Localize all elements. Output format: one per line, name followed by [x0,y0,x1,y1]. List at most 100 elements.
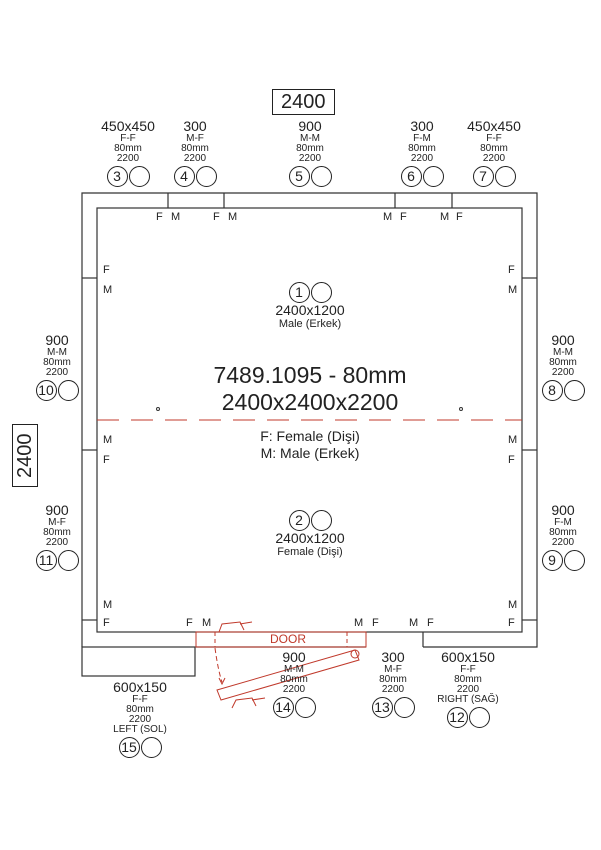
panel-number: 1 [288,282,310,303]
joint-mark: F [103,264,110,276]
panel-joint: M-M [47,347,67,358]
panel-number: 6 [400,166,422,187]
joint-mark: M [508,434,518,446]
panel-thickness: 80mm [549,357,577,368]
panel-circles: 5 [265,166,355,187]
panel-joint: F-F [460,664,476,675]
panel-circles: 10 [12,380,102,401]
joint-mark: F [186,617,193,629]
panel-circles: 11 [12,550,102,571]
panel-size: 300 [183,118,207,134]
panel-thickness: 80mm [114,143,142,154]
panel-joint: F-F [486,133,502,144]
panel-joint: M-M [300,133,320,144]
joint-mark: M [202,617,212,629]
panel-size: 2400x1200 [275,302,345,318]
panel-height: 2200 [456,684,480,695]
check-circle [494,166,516,187]
panel-circles: 3 [83,166,173,187]
joint-mark: F [508,617,515,629]
panel-thickness: 80mm [280,674,308,685]
panel-number: 10 [35,380,57,401]
panel-size: 600x150 [441,649,495,665]
panel-joint: M-M [284,664,304,675]
joint-mark: M [383,211,393,223]
panel-size: 900 [45,332,69,348]
panel-number: 2 [288,510,310,531]
joint-mark: F [400,211,407,223]
panel-number: 8 [541,380,563,401]
joint-mark: F [103,454,110,466]
floor-panel-1: 1 2400x1200 Male (Erkek) [251,280,369,331]
joint-mark: M [508,599,518,611]
panel-number: 14 [272,697,294,718]
panel-number: 13 [371,697,393,718]
check-circle [310,166,332,187]
door-label: DOOR [270,632,306,646]
check-circle [310,510,332,531]
panel-joint: M-M [553,347,573,358]
panel-circles: 14 [249,697,339,718]
check-circle [195,166,217,187]
joint-mark: M [103,434,113,446]
panel-number: 4 [173,166,195,187]
panel-thickness: 80mm [379,674,407,685]
check-circle [310,282,332,303]
panel-thickness: 80mm [296,143,324,154]
panel-height: 2200 [116,153,140,164]
panel-joint: M-F [384,664,402,675]
joint-mark: M [171,211,181,223]
panel-size: 900 [298,118,322,134]
check-circle [468,707,490,728]
joint-mark: F [372,617,379,629]
joint-mark: F [427,617,434,629]
legend: F: Female (Dişi) M: Male (Erkek) [160,428,460,462]
panel-size: 900 [282,649,306,665]
check-circle [422,166,444,187]
panel-thickness: 80mm [181,143,209,154]
joint-mark: M [103,284,113,296]
panel-thickness: 80mm [408,143,436,154]
panel-height: 2200 [381,684,405,695]
panel-thickness: 80mm [43,527,71,538]
panel-circles: 12 [423,707,513,728]
check-circle [563,380,585,401]
check-circle [393,697,415,718]
panel-number: 12 [446,707,468,728]
joint-mark: M [409,617,419,629]
panel-number: 15 [118,737,140,758]
panel-joint: F-M [554,517,572,528]
panel-desc: Male (Erkek) [278,318,342,330]
joint-mark: M [354,617,364,629]
panel-number: 5 [288,166,310,187]
panel-size: 900 [45,502,69,518]
panel-circles: 8 [518,380,601,401]
depth-dimension: 2400 [12,424,38,487]
joint-mark: F [213,211,220,223]
panel-joint: F-M [413,133,431,144]
joint-mark: F [508,264,515,276]
panel-number: 9 [541,550,563,571]
check-circle [563,550,585,571]
panel-thickness: 80mm [480,143,508,154]
left-extension [81,646,196,677]
panel-circles: 15 [95,737,185,758]
panel-size: 900 [551,332,575,348]
door-leaf [216,649,360,701]
door-frame [195,631,367,648]
panel-height: 2200 [183,153,207,164]
panel-height: 2200 [298,153,322,164]
joint-mark: F [103,617,110,629]
panel-joint: F-F [132,694,148,705]
panel-circles: 6 [377,166,467,187]
room-code: 7489.1095 - 80mm [213,362,407,388]
